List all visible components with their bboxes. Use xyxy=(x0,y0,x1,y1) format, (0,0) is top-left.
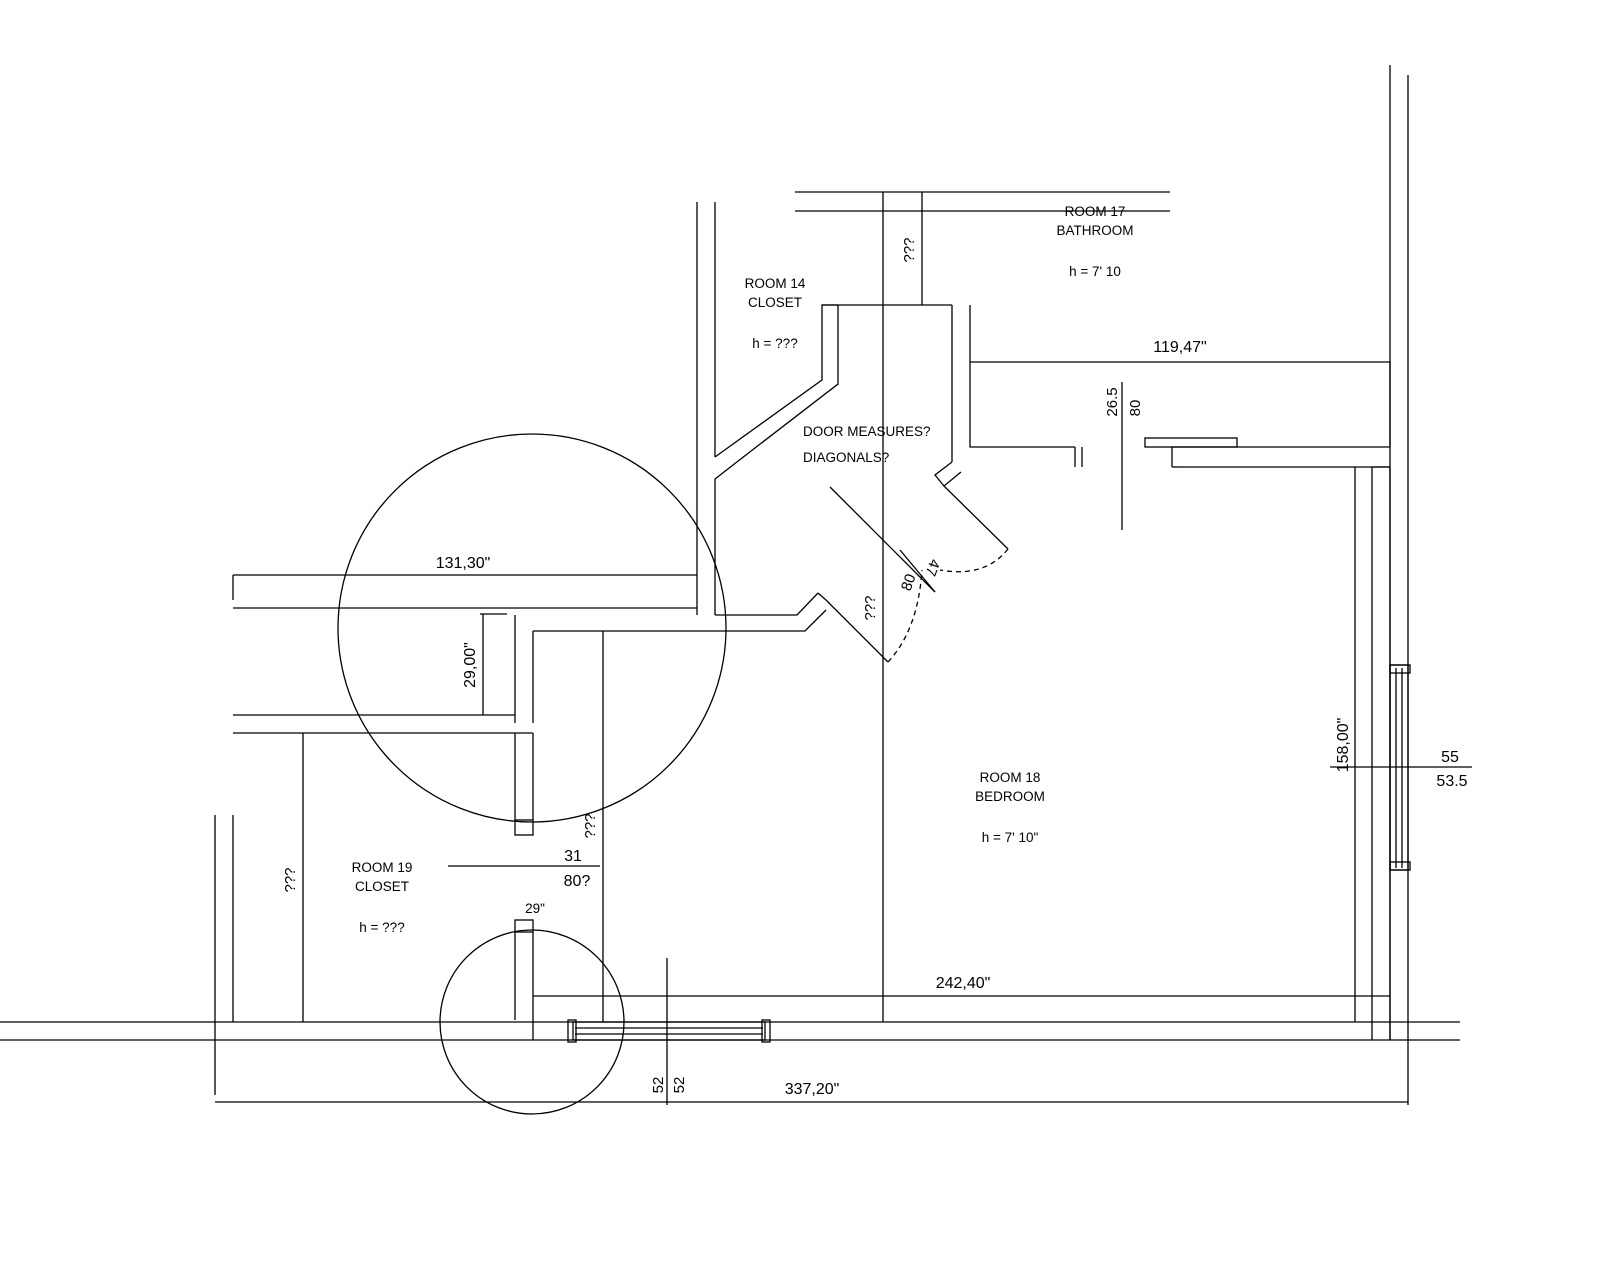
window-bottom-dim: 53.5 xyxy=(1436,773,1467,790)
bottom-window-b-dim: 52 xyxy=(671,1077,688,1094)
door-measures-note: DOOR MEASURES? xyxy=(803,424,931,439)
bedroom-width-dim: 242,40" xyxy=(936,975,991,992)
diagonals-note: DIAGONALS? xyxy=(803,450,889,465)
room-18-name: BEDROOM xyxy=(975,789,1045,804)
room-14-number: ROOM 14 xyxy=(745,276,806,291)
overall-width-dim: 337,20" xyxy=(785,1081,840,1098)
openings xyxy=(567,485,1411,1043)
room-17-height: h = 7' 10 xyxy=(1069,264,1121,279)
closet-door-height-dim: 80 xyxy=(898,572,920,593)
closet-door-bottom-dim: 80? xyxy=(564,873,591,890)
room-19-label: ROOM 19 CLOSET h = ??? xyxy=(352,860,413,935)
room-17-number: ROOM 17 xyxy=(1065,204,1126,219)
room-19-number: ROOM 19 xyxy=(352,860,413,875)
room-18-label: ROOM 18 BEDROOM h = 7' 10" xyxy=(975,770,1045,845)
room-19-height: h = ??? xyxy=(359,920,404,935)
room-17-label: ROOM 17 BATHROOM h = 7' 10 xyxy=(1057,204,1134,279)
room-14-height: h = ??? xyxy=(752,336,797,351)
bottom-window-a-dim: 52 xyxy=(650,1077,667,1094)
turning-circle-small xyxy=(439,929,625,1115)
dimension-lines xyxy=(215,192,1472,1105)
hall-depth-dim: 29,00" xyxy=(462,642,479,688)
bedroom-side-dim: 158,00" xyxy=(1335,718,1352,773)
hall-width-dim: 131,30" xyxy=(436,555,491,572)
closet19-height-dim: ??? xyxy=(282,867,299,892)
bath-door-top-dim: 26.5 xyxy=(1104,387,1121,416)
room-18-number: ROOM 18 xyxy=(980,770,1041,785)
room-14-label: ROOM 14 CLOSET h = ??? xyxy=(745,276,806,351)
window-top-dim: 55 xyxy=(1441,749,1459,766)
walls xyxy=(0,65,1460,1095)
room-18-height: h = 7' 10" xyxy=(982,830,1039,845)
bathroom-width-dim: 119,47" xyxy=(1153,339,1206,356)
room-19-name: CLOSET xyxy=(355,879,409,894)
bath-door-bottom-dim: 80 xyxy=(1127,400,1144,417)
room-14-name: CLOSET xyxy=(748,295,802,310)
diag-unknown-dim: ??? xyxy=(862,595,879,620)
room-17-name: BATHROOM xyxy=(1057,223,1134,238)
left-unknown-dim: ??? xyxy=(582,813,599,838)
closet-door-top-dim: 31 xyxy=(564,848,582,865)
closet-door-width-dim: 47 xyxy=(921,557,943,578)
closet-opening-dim: 29" xyxy=(525,901,545,916)
turning-circle-large xyxy=(337,433,727,823)
top-unknown-dim: ??? xyxy=(901,237,918,262)
